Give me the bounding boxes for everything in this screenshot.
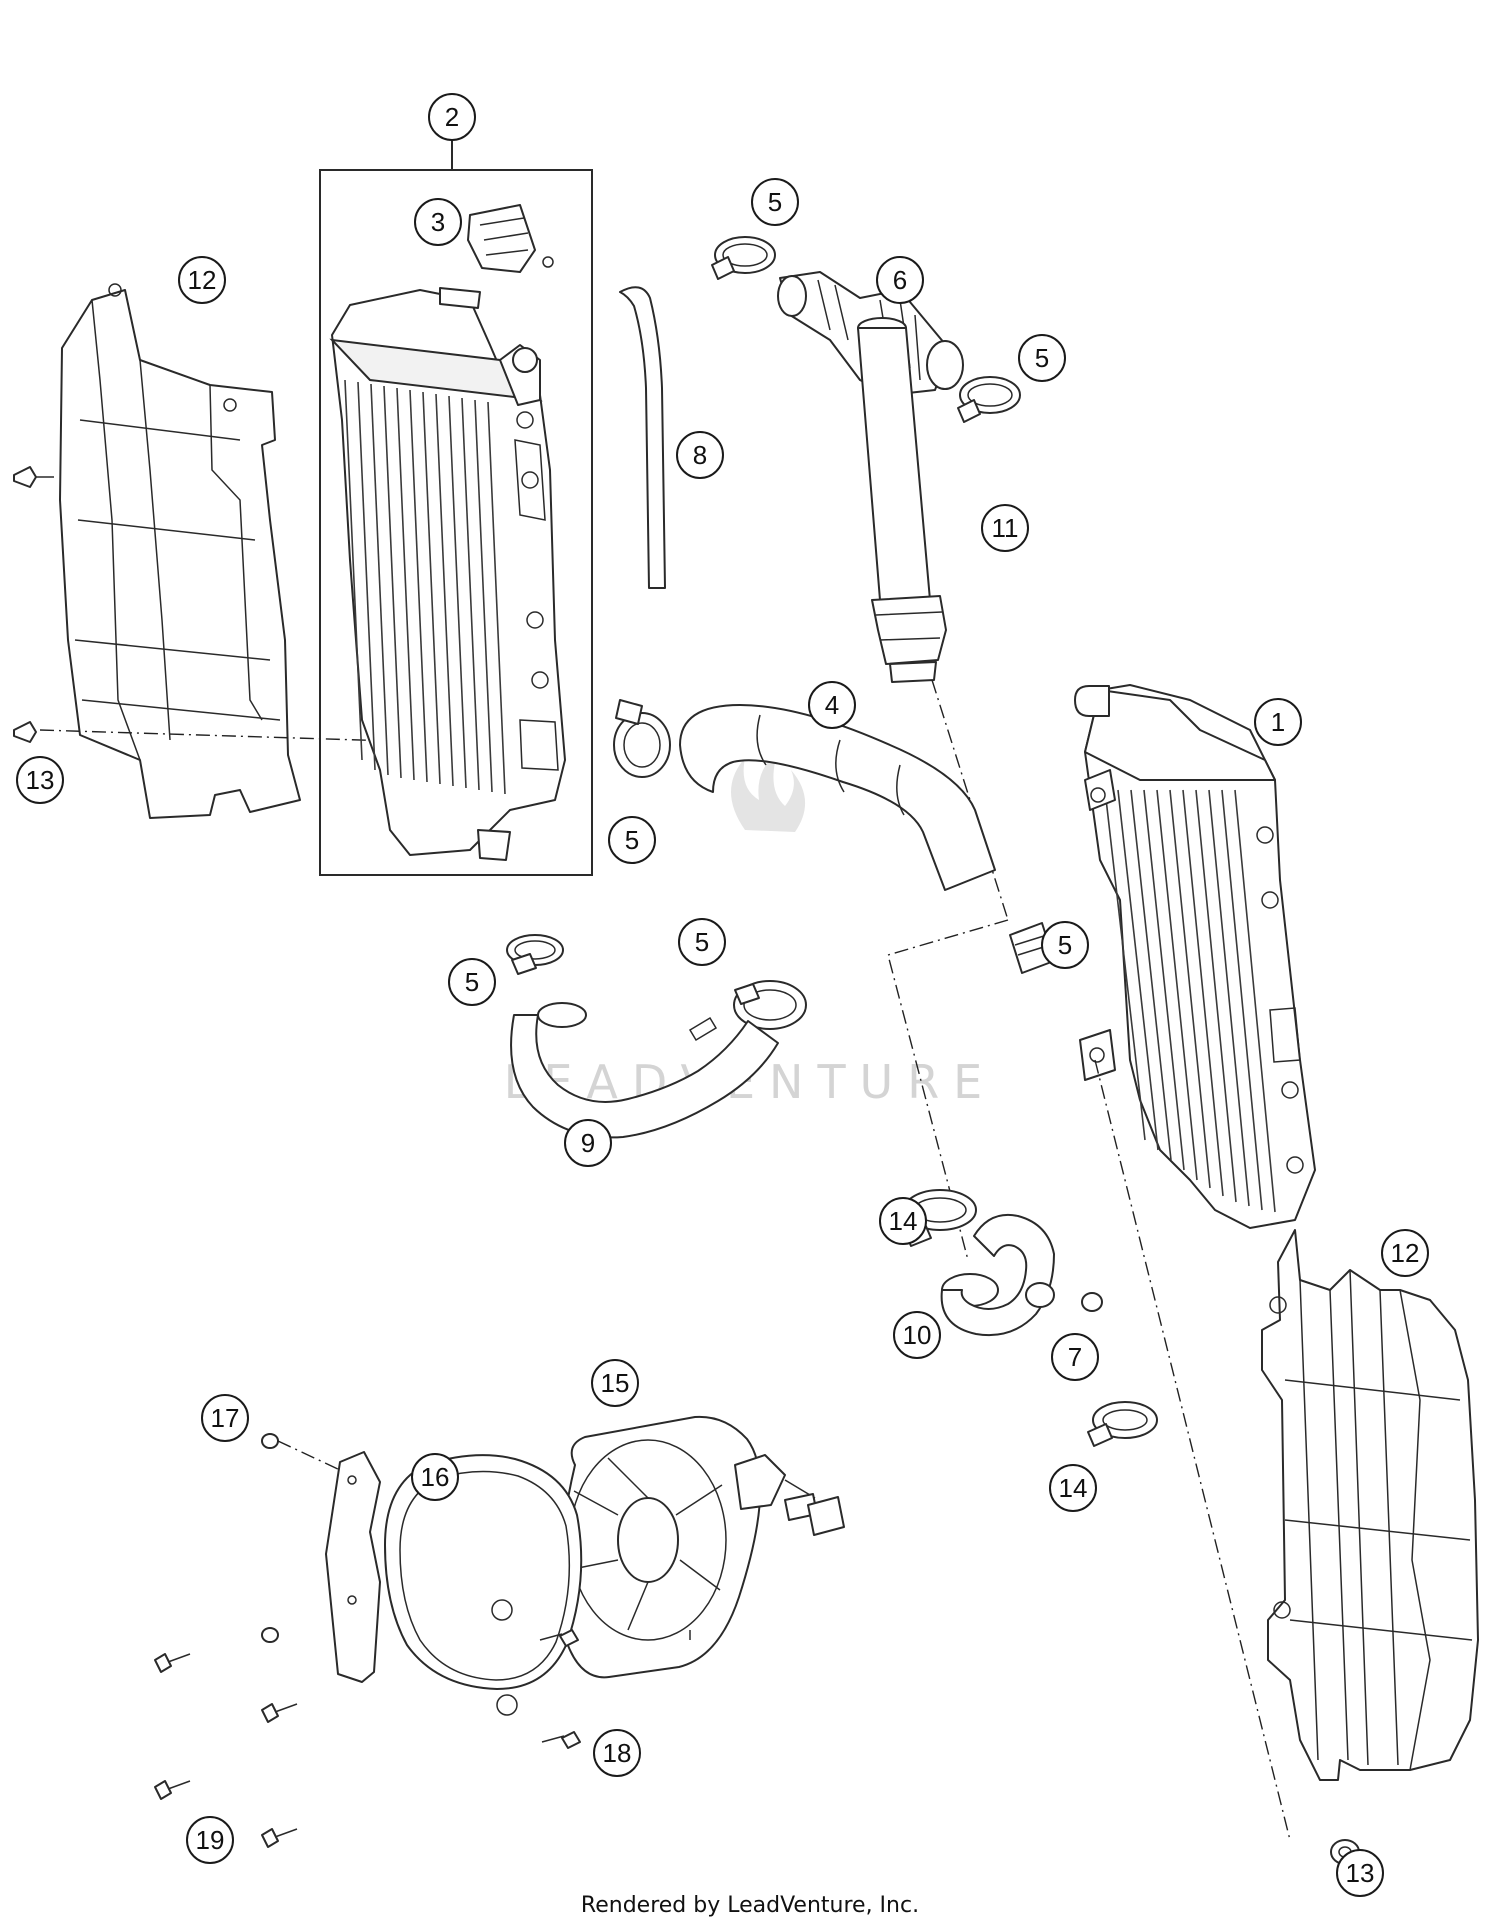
- radiator-cap[interactable]: [467, 204, 554, 273]
- callout-14: 14: [1049, 1464, 1097, 1512]
- left-radiator-shroud[interactable]: [59, 283, 301, 819]
- callout-5: 5: [608, 816, 656, 864]
- svg-text:3: 3: [431, 207, 445, 237]
- svg-text:14: 14: [1059, 1473, 1088, 1503]
- svg-text:12: 12: [188, 265, 217, 295]
- hose-clamp-lower-right[interactable]: [733, 980, 807, 1030]
- callout-17: 17: [201, 1394, 249, 1442]
- callout-6: 6: [876, 256, 924, 304]
- callout-16: 16: [411, 1453, 459, 1501]
- assembly-line: [931, 679, 1009, 921]
- callout-9: 9: [564, 1119, 612, 1167]
- svg-text:5: 5: [465, 967, 479, 997]
- callout-1: 1: [1254, 698, 1302, 746]
- right-radiator-fins: [1104, 789, 1276, 1213]
- svg-text:8: 8: [693, 440, 707, 470]
- callout-4: 4: [808, 681, 856, 729]
- svg-text:6: 6: [893, 265, 907, 295]
- svg-text:12: 12: [1391, 1238, 1420, 1268]
- svg-text:18: 18: [603, 1738, 632, 1768]
- callout-13: 13: [1336, 1849, 1384, 1897]
- assembly-line: [1094, 1059, 1291, 1841]
- right-radiator-shroud[interactable]: [1261, 1229, 1479, 1781]
- svg-text:5: 5: [1058, 930, 1072, 960]
- left-radiator-fins: [344, 379, 506, 795]
- footer-credit: Rendered by LeadVenture, Inc.: [580, 1893, 920, 1918]
- svg-text:1: 1: [1271, 707, 1285, 737]
- svg-text:9: 9: [581, 1128, 595, 1158]
- svg-text:16: 16: [421, 1462, 450, 1492]
- svg-text:5: 5: [625, 825, 639, 855]
- callout-7: 7: [1051, 1333, 1099, 1381]
- svg-text:5: 5: [695, 927, 709, 957]
- callout-12: 12: [1381, 1229, 1429, 1277]
- hose-clamp-top-right[interactable]: [957, 376, 1021, 423]
- svg-text:7: 7: [1068, 1342, 1082, 1372]
- svg-text:13: 13: [1346, 1858, 1375, 1888]
- shroud-screw-left[interactable]: [13, 466, 54, 743]
- callout-13: 13: [16, 756, 64, 804]
- hose-clamp-mid-left[interactable]: [613, 699, 671, 778]
- svg-text:15: 15: [601, 1368, 630, 1398]
- callout-5: 5: [1018, 334, 1066, 382]
- svg-text:17: 17: [211, 1403, 240, 1433]
- svg-text:11: 11: [992, 513, 1019, 543]
- mounting-screws[interactable]: [154, 1653, 298, 1848]
- callout-5: 5: [678, 918, 726, 966]
- svg-text:4: 4: [825, 690, 839, 720]
- callout-12: 12: [178, 256, 226, 304]
- callout-5: 5: [1041, 921, 1089, 969]
- assembly-line: [887, 919, 1009, 1261]
- main-coolant-hose[interactable]: [679, 704, 996, 891]
- callout-2: 2: [428, 93, 476, 141]
- callout-10: 10: [893, 1311, 941, 1359]
- svg-text:2: 2: [445, 102, 459, 132]
- overflow-hose[interactable]: [619, 286, 666, 589]
- radiator-group-box: [319, 169, 593, 876]
- thermostat-tube[interactable]: [857, 317, 947, 683]
- svg-text:19: 19: [196, 1825, 225, 1855]
- svg-text:5: 5: [768, 187, 782, 217]
- callout-14: 14: [879, 1197, 927, 1245]
- hose-clamp-14-bottom[interactable]: [1087, 1401, 1158, 1447]
- svg-text:14: 14: [889, 1206, 918, 1236]
- callout-19: 19: [186, 1816, 234, 1864]
- lower-coolant-hose[interactable]: [510, 1002, 779, 1139]
- callout-5: 5: [751, 178, 799, 226]
- callout-3: 3: [414, 198, 462, 246]
- elbow-hose[interactable]: [940, 1214, 1055, 1337]
- svg-text:5: 5: [1035, 343, 1049, 373]
- callout-11: 11: [981, 504, 1029, 552]
- callout-18: 18: [593, 1729, 641, 1777]
- cooling-fan[interactable]: [558, 1415, 845, 1679]
- hose-clamp-top-left[interactable]: [711, 236, 776, 280]
- callout-15: 15: [591, 1359, 639, 1407]
- left-radiator[interactable]: [329, 287, 566, 861]
- callout-5: 5: [448, 958, 496, 1006]
- svg-text:10: 10: [903, 1320, 932, 1350]
- callout-8: 8: [676, 431, 724, 479]
- o-ring[interactable]: [1081, 1292, 1103, 1312]
- right-radiator[interactable]: [1074, 684, 1316, 1229]
- fan-bolt[interactable]: [261, 1433, 341, 1643]
- fan-screw[interactable]: [539, 1629, 581, 1749]
- svg-text:13: 13: [26, 765, 55, 795]
- hose-clamp-lower-left[interactable]: [506, 934, 564, 975]
